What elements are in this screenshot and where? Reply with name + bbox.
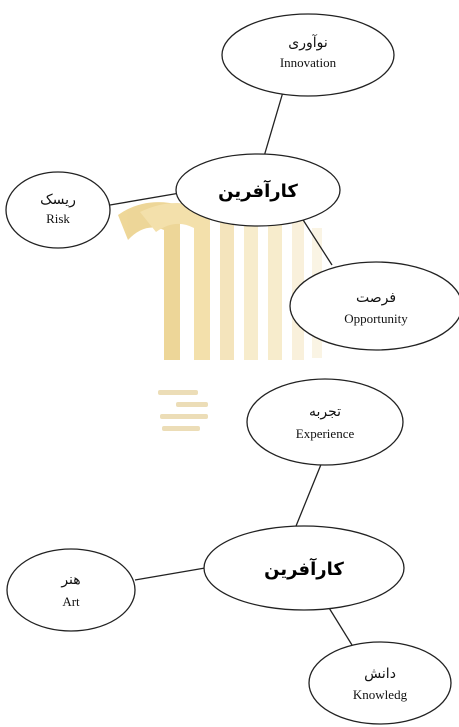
node-opportunity-en: Opportunity bbox=[344, 311, 408, 326]
node-opportunity: فرصت Opportunity bbox=[289, 261, 459, 351]
node-opportunity-shape bbox=[289, 261, 459, 351]
node-innovation: نوآوری Innovation bbox=[221, 13, 395, 97]
link-center-knowledge bbox=[325, 602, 353, 646]
node-experience: تجربه Experience bbox=[246, 378, 404, 466]
node-innovation-fa: نوآوری bbox=[288, 34, 328, 51]
node-risk-shape bbox=[5, 171, 111, 249]
node-risk: ریسک Risk bbox=[5, 171, 111, 249]
node-art-shape bbox=[6, 548, 136, 632]
link-center-experience bbox=[293, 461, 323, 532]
link-center-opportunity bbox=[297, 211, 333, 266]
node-center-bottom-shape bbox=[203, 525, 405, 611]
node-risk-fa: ریسک bbox=[40, 192, 76, 208]
node-opportunity-fa: فرصت bbox=[356, 290, 396, 306]
node-center-top-shape bbox=[175, 153, 341, 227]
node-innovation-en: Innovation bbox=[280, 55, 337, 70]
node-art-en: Art bbox=[62, 594, 80, 609]
link-center-risk bbox=[109, 192, 181, 206]
node-knowledge: دانش Knowledg bbox=[308, 641, 452, 725]
node-innovation-shape bbox=[221, 13, 395, 97]
node-center-top-label: کارآفرین bbox=[218, 179, 298, 202]
node-knowledge-shape bbox=[308, 641, 452, 725]
link-center-art bbox=[134, 567, 206, 581]
node-center-bottom: کارآفرین bbox=[203, 525, 405, 611]
node-risk-en: Risk bbox=[46, 211, 70, 226]
node-art-fa: هنر bbox=[60, 572, 80, 588]
node-knowledge-en: Knowledg bbox=[353, 687, 408, 702]
node-center-bottom-label: کارآفرین bbox=[264, 557, 344, 580]
node-experience-fa: تجربه bbox=[309, 404, 341, 420]
node-art: هنر Art bbox=[6, 548, 136, 632]
node-experience-shape bbox=[246, 378, 404, 466]
node-knowledge-fa: دانش bbox=[364, 666, 396, 682]
node-center-top: کارآفرین bbox=[175, 153, 341, 227]
node-experience-en: Experience bbox=[296, 426, 355, 441]
watermark-lettering bbox=[158, 390, 208, 431]
